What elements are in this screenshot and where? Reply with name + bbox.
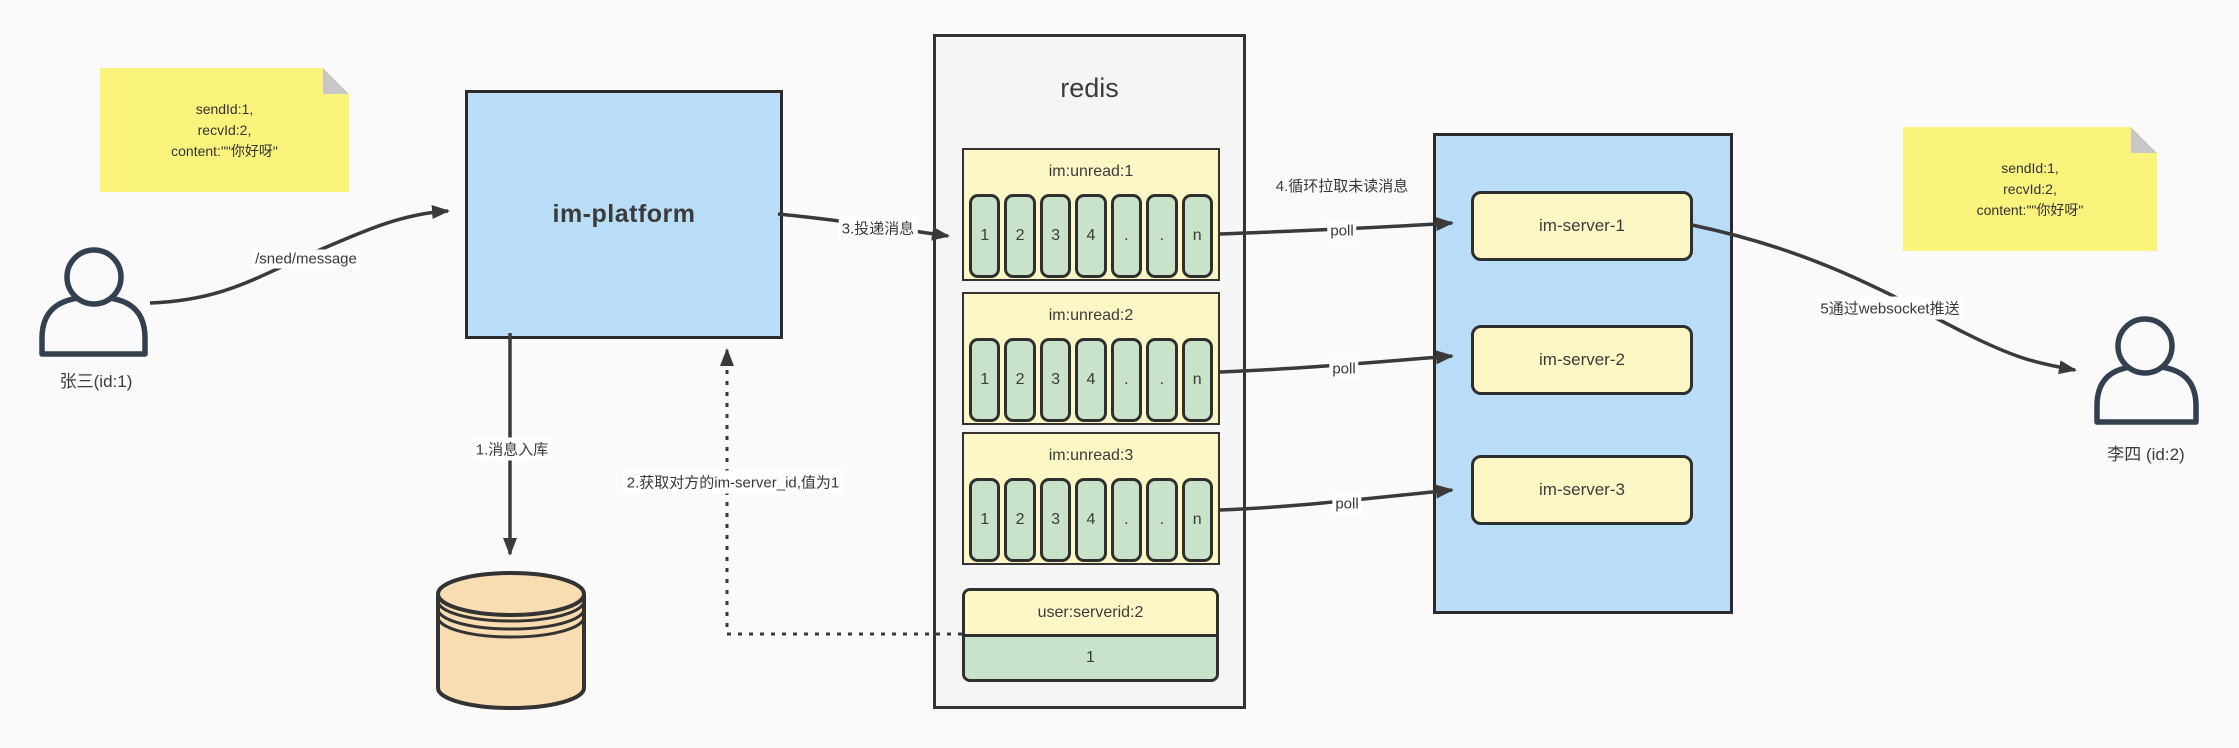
im-server-3-box: im-server-3 — [1471, 455, 1693, 525]
redis-unread-list-1: im:unread:1 1 2 3 4 . . n — [962, 148, 1220, 281]
unread-cell: . — [1110, 338, 1143, 422]
note-line: content:""你好呀" — [171, 142, 278, 159]
edge-label-poll-title: 4.循环拉取未读消息 — [1275, 178, 1409, 195]
unread-list-title: im:unread:3 — [1048, 447, 1134, 464]
edge-label-poll-2: poll — [1329, 359, 1359, 379]
unread-cell: n — [1181, 478, 1213, 562]
note-line: sendId:1, — [195, 100, 254, 117]
unread-list-title: im:unread:1 — [1048, 163, 1134, 180]
im-platform-label: im-platform — [552, 200, 696, 228]
note-line: recvId:2, — [197, 121, 252, 138]
note-line: sendId:1, — [2001, 159, 2059, 176]
note-line: content:""你好呀" — [1976, 201, 2084, 218]
user-serverid-box: user:serverid:2 1 — [962, 588, 1219, 682]
edge-label-get-serverid: 2.获取对方的im-server_id,值为1 — [623, 470, 843, 494]
user-serverid-title: user:serverid:2 — [965, 591, 1216, 637]
unread-cell: 3 — [1039, 478, 1072, 562]
redis-container: redis im:unread:1 1 2 3 4 . . n im:unrea… — [933, 34, 1246, 709]
unread-cell: 2 — [1004, 338, 1036, 422]
unread-cell: 4 — [1075, 478, 1107, 562]
unread-cell: 4 — [1075, 338, 1107, 422]
unread-cell: 1 — [969, 478, 1001, 562]
edge-label-send: /sned/message — [252, 249, 360, 269]
unread-cell: 4 — [1075, 194, 1107, 278]
note-line: recvId:2, — [2003, 180, 2057, 197]
im-server-2-box: im-server-2 — [1471, 325, 1693, 395]
unread-cell: n — [1181, 194, 1213, 278]
mysql-database-icon — [436, 571, 586, 710]
sender-label: 张三(id:1) — [59, 372, 133, 391]
unread-cell: . — [1146, 194, 1178, 278]
redis-unread-list-2: im:unread:2 1 2 3 4 . . n — [962, 292, 1220, 425]
unread-cell: 3 — [1039, 338, 1072, 422]
redis-unread-list-3: im:unread:3 1 2 3 4 . . n — [962, 432, 1220, 565]
edge-label-store: 1.消息入库 — [472, 437, 552, 461]
im-servers-container: im-server-1 im-server-2 im-server-3 — [1433, 133, 1733, 614]
user-sender-icon — [39, 247, 148, 357]
unread-cell: 3 — [1039, 194, 1072, 278]
im-server-1-box: im-server-1 — [1471, 191, 1693, 261]
unread-cell: . — [1146, 338, 1178, 422]
unread-cell: n — [1181, 338, 1213, 422]
unread-cell: 1 — [969, 338, 1001, 422]
unread-cell: 1 — [969, 194, 1001, 278]
unread-cell: . — [1110, 194, 1143, 278]
edge-label-deliver: 3.投递消息 — [838, 216, 918, 240]
unread-cell: . — [1146, 478, 1178, 562]
edge-label-poll-1: poll — [1327, 221, 1357, 241]
unread-cell: 2 — [1004, 194, 1036, 278]
edge-label-poll-3: poll — [1332, 494, 1362, 514]
receiver-label: 李四 (id:2) — [2107, 445, 2185, 464]
edge-label-push: 5通过websocket推送 — [1817, 296, 1963, 320]
user-receiver-icon — [2094, 316, 2199, 425]
unread-cell: 2 — [1004, 478, 1036, 562]
im-platform-box: im-platform — [465, 90, 783, 339]
redis-title: redis — [1060, 73, 1119, 103]
unread-cell: . — [1110, 478, 1143, 562]
sticky-note-right: sendId:1, recvId:2, content:""你好呀" — [1903, 127, 2157, 251]
edge-get-serverid — [720, 348, 962, 636]
user-serverid-value: 1 — [965, 637, 1216, 679]
unread-list-title: im:unread:2 — [1048, 307, 1134, 324]
